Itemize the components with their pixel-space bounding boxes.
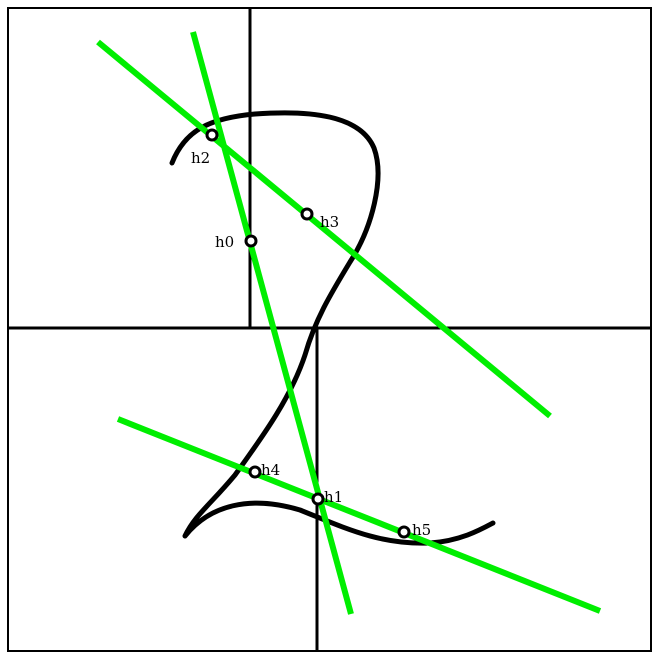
guide-line-h2-h3 xyxy=(96,39,552,419)
point-h2: h2 xyxy=(191,128,219,167)
point-h1: h1 xyxy=(311,488,343,506)
point-h4-label: h4 xyxy=(261,461,280,479)
guide-line-h2-h1 xyxy=(190,31,354,615)
guide-line-h4-h5 xyxy=(116,416,602,614)
point-h0: h0 xyxy=(215,233,258,251)
point-h4: h4 xyxy=(248,461,280,479)
point-h5-marker xyxy=(397,525,411,539)
point-h3: h3 xyxy=(300,207,339,231)
point-h5-label: h5 xyxy=(412,521,431,539)
point-h1-label: h1 xyxy=(324,488,343,506)
glyph-curve xyxy=(169,110,496,546)
point-h0-label: h0 xyxy=(215,233,234,251)
point-h2-marker xyxy=(205,128,219,142)
point-h5: h5 xyxy=(397,521,431,539)
point-h2-label: h2 xyxy=(191,149,210,167)
point-h0-marker xyxy=(244,234,258,248)
point-h3-label: h3 xyxy=(320,213,339,231)
point-h4-marker xyxy=(248,465,262,479)
point-h1-marker xyxy=(311,492,325,506)
point-h3-marker xyxy=(300,207,314,221)
